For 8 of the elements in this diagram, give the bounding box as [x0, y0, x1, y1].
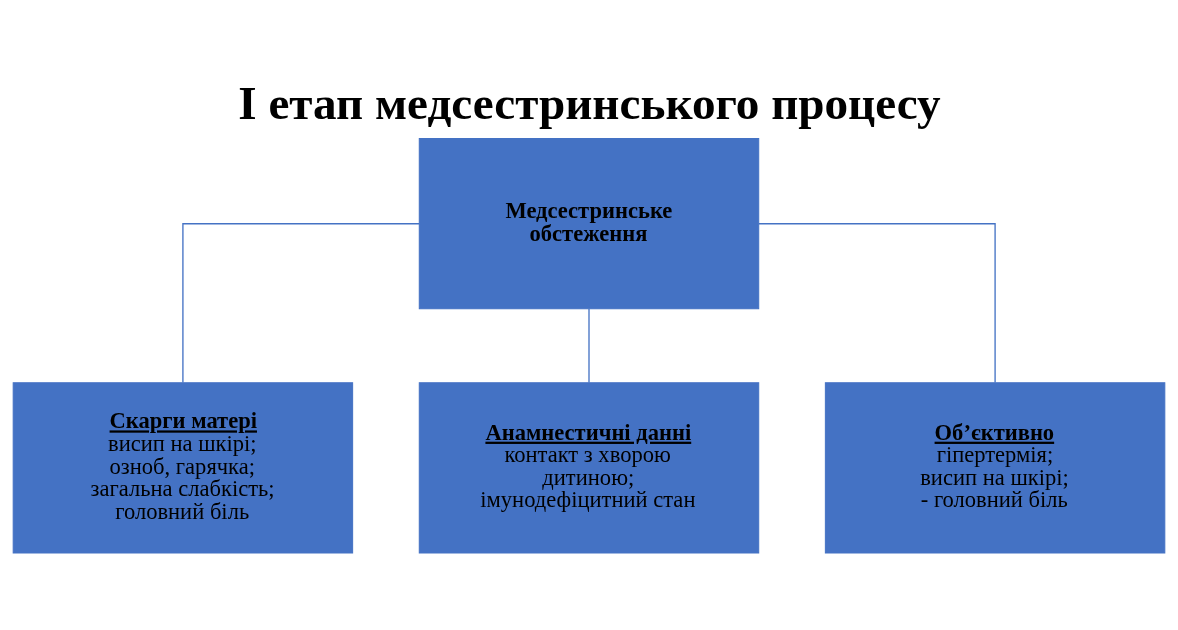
diagram-title: І етап медсестринського процесу — [238, 76, 941, 129]
connector — [182, 222, 420, 383]
node-box: Об’єктивно гіпертермія; висип на шкірі; - головний біль — [824, 381, 1166, 553]
node-box: Медсестринське обстеження — [418, 137, 760, 309]
node-box: Анамнестичні данні контакт з хворою дитиною; імунодефіцитний стан — [418, 381, 760, 553]
node-box: Скарги матері висип на шкірі; озноб, гарячка; загальна слабкість; головний біль — [12, 381, 354, 553]
connector — [758, 222, 996, 383]
connector — [588, 307, 590, 383]
